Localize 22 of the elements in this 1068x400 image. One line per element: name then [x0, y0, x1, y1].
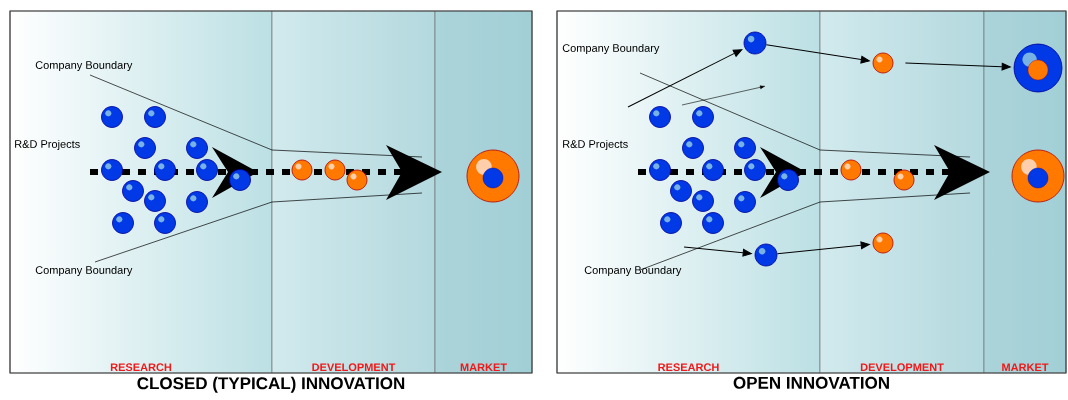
boundary-label: Company Boundary [35, 60, 133, 72]
project-ball [872, 232, 894, 254]
arrow [776, 241, 870, 255]
arrow [627, 49, 743, 108]
node-label: CLOSED (TYPICAL) INNOVATION [137, 376, 405, 393]
product-ball [1011, 149, 1065, 203]
arrow [904, 62, 1011, 71]
project-ball [754, 243, 778, 267]
boundary-label: Company Boundary [562, 43, 660, 55]
project-ball [743, 31, 767, 55]
boundary-label: Company Boundary [584, 265, 682, 277]
project-ball [872, 52, 894, 74]
product-ball [1013, 43, 1063, 93]
stage-band: DEVELOPMENT [271, 10, 436, 374]
node-label: OPEN INNOVATION [733, 376, 889, 389]
stage-band: MARKET [434, 10, 533, 374]
boundary-label: Company Boundary [35, 265, 133, 277]
boundary-label: R&D Projects [563, 139, 628, 151]
arrow [765, 44, 870, 64]
arrow [683, 246, 752, 257]
product-ball [466, 149, 520, 203]
boundary-label: R&D Projects [15, 139, 80, 151]
